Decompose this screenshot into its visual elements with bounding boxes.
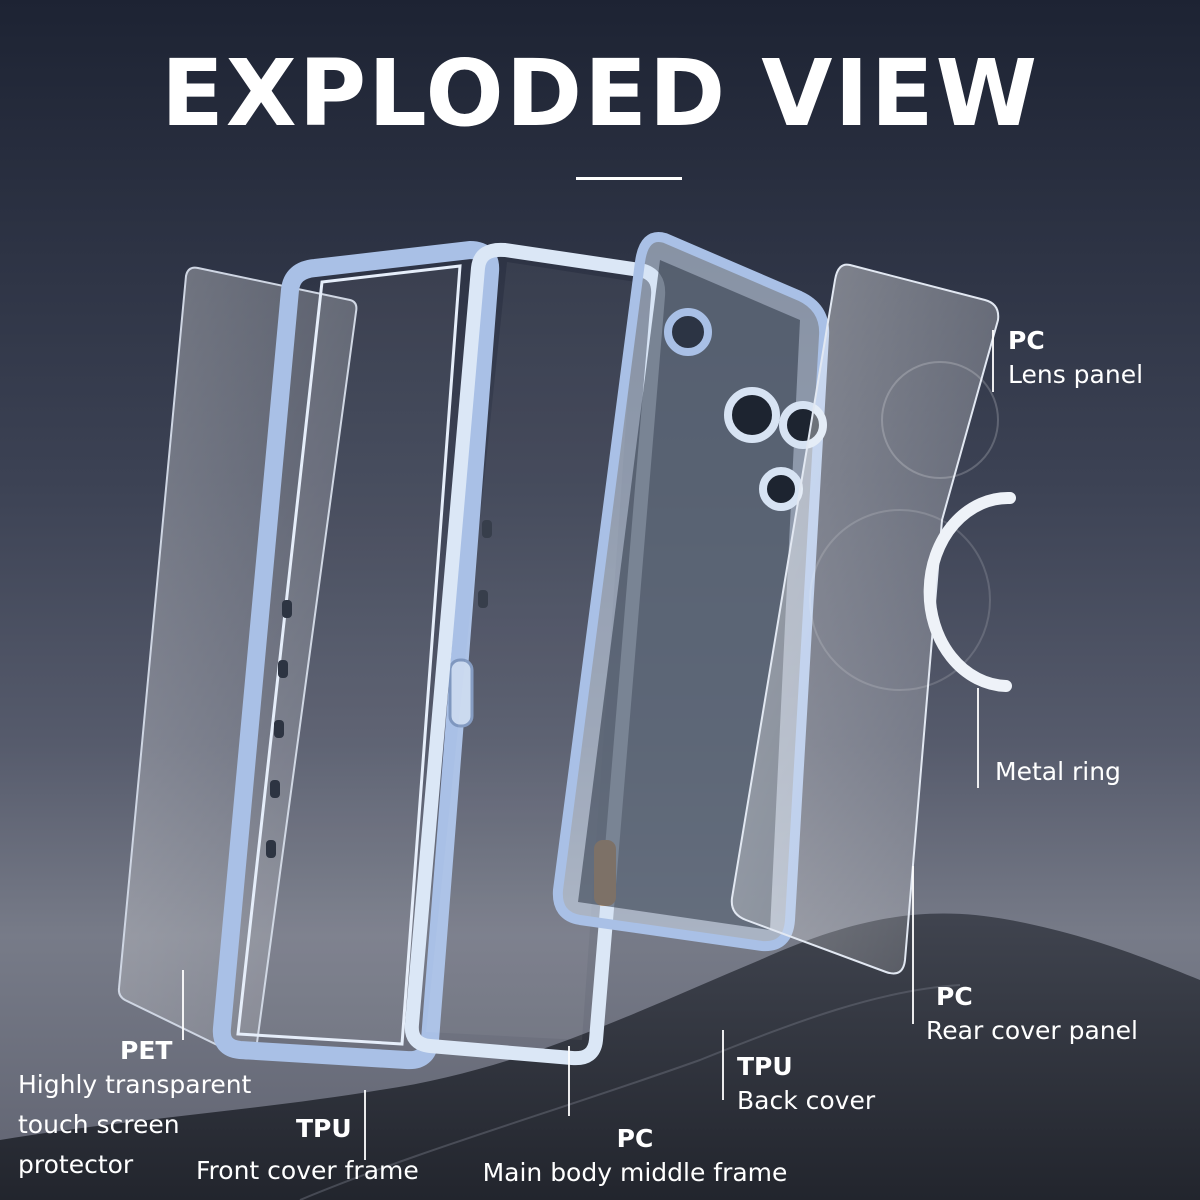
metal-ring-label: Metal ring — [995, 752, 1121, 792]
back-cover-label: TPU Back cover — [737, 1052, 875, 1121]
lens-panel-leader-line — [992, 330, 994, 392]
rear-panel-desc: Rear cover panel — [926, 1016, 1138, 1045]
back-cover-leader-line — [722, 1030, 724, 1100]
metal-ring-desc: Metal ring — [995, 757, 1121, 786]
rear-panel-leader-line — [912, 866, 914, 1024]
pet-label: PET Highly transparent touch screen prot… — [18, 1036, 251, 1185]
front-frame-label: TPU Front cover frame — [196, 1114, 419, 1191]
front-frame-desc: Front cover frame — [196, 1156, 419, 1185]
back-cover-desc: Back cover — [737, 1086, 876, 1115]
front-frame-leader-line — [364, 1090, 366, 1160]
lens-panel-desc: Lens panel — [1008, 360, 1144, 389]
back-cover-material: TPU — [737, 1052, 793, 1081]
pet-desc-line3: protector — [18, 1150, 134, 1179]
pet-desc-line1: Highly transparent — [18, 1070, 252, 1099]
middle-frame-leader-line — [568, 1046, 570, 1116]
lens-panel-label: PC Lens panel — [1008, 326, 1143, 395]
middle-frame-label: PC Main body middle frame — [470, 1124, 800, 1193]
middle-frame-desc: Main body middle frame — [482, 1158, 788, 1187]
page-title: EXPLODED VIEW — [160, 40, 1040, 147]
lens-panel-material: PC — [1008, 326, 1045, 355]
front-frame-material: TPU — [296, 1114, 352, 1143]
title-divider — [576, 177, 682, 180]
rear-panel-label: PC Rear cover panel — [926, 982, 1138, 1051]
pet-material: PET — [120, 1036, 173, 1065]
middle-frame-material: PC — [616, 1124, 654, 1153]
metal-ring-leader-line — [977, 688, 979, 788]
pet-leader-line — [182, 970, 184, 1040]
pet-desc-line2: touch screen — [18, 1110, 180, 1139]
rear-panel-material: PC — [936, 982, 973, 1011]
